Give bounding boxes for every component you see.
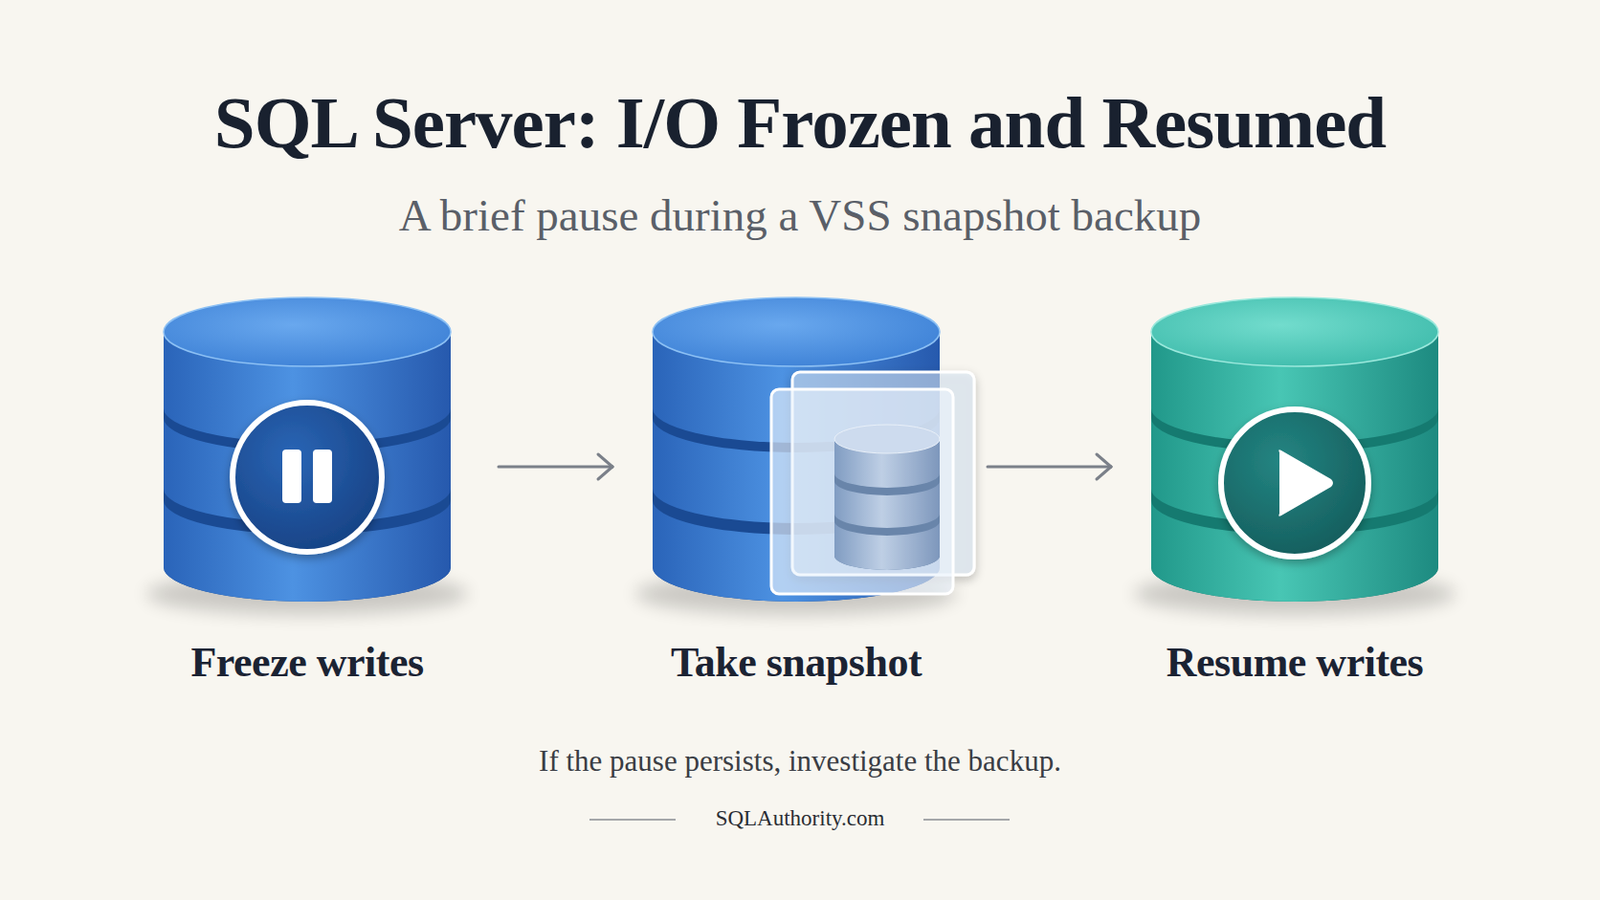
diagram-title: SQL Server: I/O Frozen and Resumed: [0, 80, 1600, 166]
arrow-stroke: [598, 466, 613, 480]
arrow-stroke: [1096, 454, 1112, 467]
arrow-stroke: [498, 466, 613, 469]
caption-note: If the pause persists, investigate the b…: [0, 744, 1600, 779]
step-label: Resume writes: [1065, 638, 1525, 688]
watermark: SQLAuthority.com: [0, 806, 1600, 832]
database-node: Resume writes: [1151, 295, 1439, 708]
database-node: Freeze writes: [163, 295, 451, 708]
arrow-stroke: [598, 454, 613, 467]
flow-arrow: [987, 454, 1112, 480]
step-label: Take snapshot: [566, 638, 1026, 688]
database-node: Take snapshot: [652, 295, 940, 708]
step-label: Freeze writes: [77, 638, 537, 688]
flow-arrow: [498, 454, 613, 480]
arrow-stroke: [987, 466, 1112, 469]
subtitle: A brief pause during a VSS snapshot back…: [0, 189, 1600, 242]
arrow-stroke: [1096, 466, 1112, 480]
